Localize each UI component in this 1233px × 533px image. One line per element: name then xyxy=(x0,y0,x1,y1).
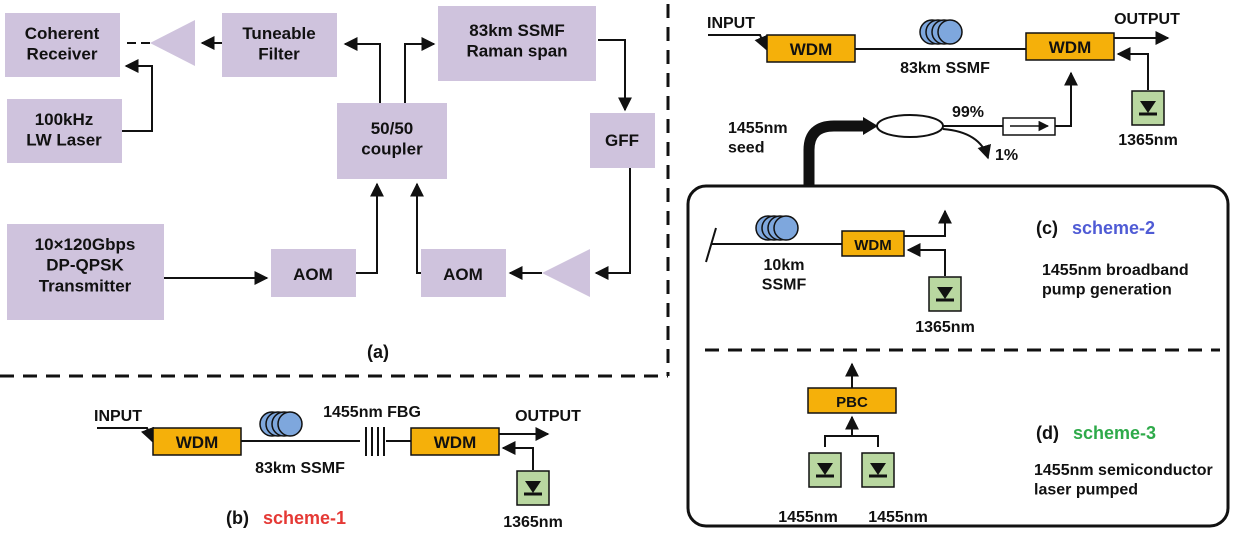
wdm-right-label: WDM xyxy=(434,433,476,452)
d-laser-left-label: 1455nm xyxy=(778,509,838,526)
pbc-label: PBC xyxy=(836,394,868,411)
aom-left-box xyxy=(271,249,356,297)
d-laser-diode-left-icon xyxy=(807,451,843,489)
split-1-label: 1% xyxy=(995,147,1018,164)
gff-label: GFF xyxy=(605,131,639,150)
top-right-setup: INPUT WDM 83km SSMF WDM OUTPUT 1365nm 14… xyxy=(707,11,1180,186)
c-wdm-box xyxy=(841,230,905,257)
tr-wdm-right-label: WDM xyxy=(1049,38,1091,57)
aom-right-box xyxy=(421,249,506,297)
tr-wdm-right-box xyxy=(1025,32,1115,61)
output-label: OUTPUT xyxy=(515,408,581,425)
loop-amplifier-icon xyxy=(542,249,590,297)
lw-laser-box xyxy=(7,99,122,163)
caption-a: (a) xyxy=(367,342,389,362)
coupler-box xyxy=(337,103,447,179)
fiber-spool-icon xyxy=(259,411,303,437)
split-99-label: 99% xyxy=(952,104,984,121)
wdm-left-label: WDM xyxy=(176,433,218,452)
coherent-receiver-box xyxy=(5,13,120,77)
d-laser-diode-right-icon xyxy=(860,451,896,489)
panel-d: PBC 1455nm 1455nm (d) scheme-3 1455nm se… xyxy=(778,362,1213,526)
laser-diode-icon xyxy=(515,469,551,507)
fiber-length-label: 83km SSMF xyxy=(255,460,345,477)
wdm-right-box xyxy=(410,427,500,456)
tr-wdm-left-label: WDM xyxy=(790,40,832,59)
c-laser-diode-icon xyxy=(927,275,963,313)
fiber-coupler-icon xyxy=(876,114,944,138)
tr-fiber-label: 83km SSMF xyxy=(900,60,990,77)
caption-b-scheme: scheme-1 xyxy=(263,508,346,528)
aom-left-label: AOM xyxy=(293,265,333,284)
tr-laser-diode-icon xyxy=(1130,89,1166,127)
raman-span-box xyxy=(438,6,596,81)
caption-d-prefix: (d) xyxy=(1036,423,1059,443)
receiver-amplifier-icon xyxy=(150,20,195,66)
tuneable-filter-box xyxy=(222,13,337,77)
schemes-frame xyxy=(686,184,1230,528)
fbg-label: 1455nm FBG xyxy=(323,404,421,421)
gff-box xyxy=(590,113,655,168)
tr-wdm-left-box xyxy=(766,34,856,63)
caption-d-scheme: scheme-3 xyxy=(1073,423,1156,443)
c-pump-label: 1365nm xyxy=(915,319,975,336)
d-laser-right-label: 1455nm xyxy=(868,509,928,526)
input-label: INPUT xyxy=(94,408,142,425)
c-fiber-spool-icon xyxy=(755,215,799,241)
tr-input-label: INPUT xyxy=(707,15,755,32)
panel-b: INPUT WDM 83km SSMF 1455nm FBG WDM OUTPU… xyxy=(94,404,581,531)
c-wdm-label: WDM xyxy=(854,237,892,254)
caption-b-prefix: (b) xyxy=(226,508,249,528)
tr-pump-label: 1365nm xyxy=(1118,132,1178,149)
tr-output-label: OUTPUT xyxy=(1114,11,1180,28)
fiber-bragg-grating-icon xyxy=(365,427,385,456)
caption-c-scheme: scheme-2 xyxy=(1072,218,1155,238)
pump-label: 1365nm xyxy=(503,514,563,531)
transmitter-box xyxy=(7,224,164,320)
pbc-box xyxy=(807,387,897,414)
tr-fiber-spool-icon xyxy=(919,19,963,45)
aom-right-label: AOM xyxy=(443,265,483,284)
caption-c-prefix: (c) xyxy=(1036,218,1058,238)
